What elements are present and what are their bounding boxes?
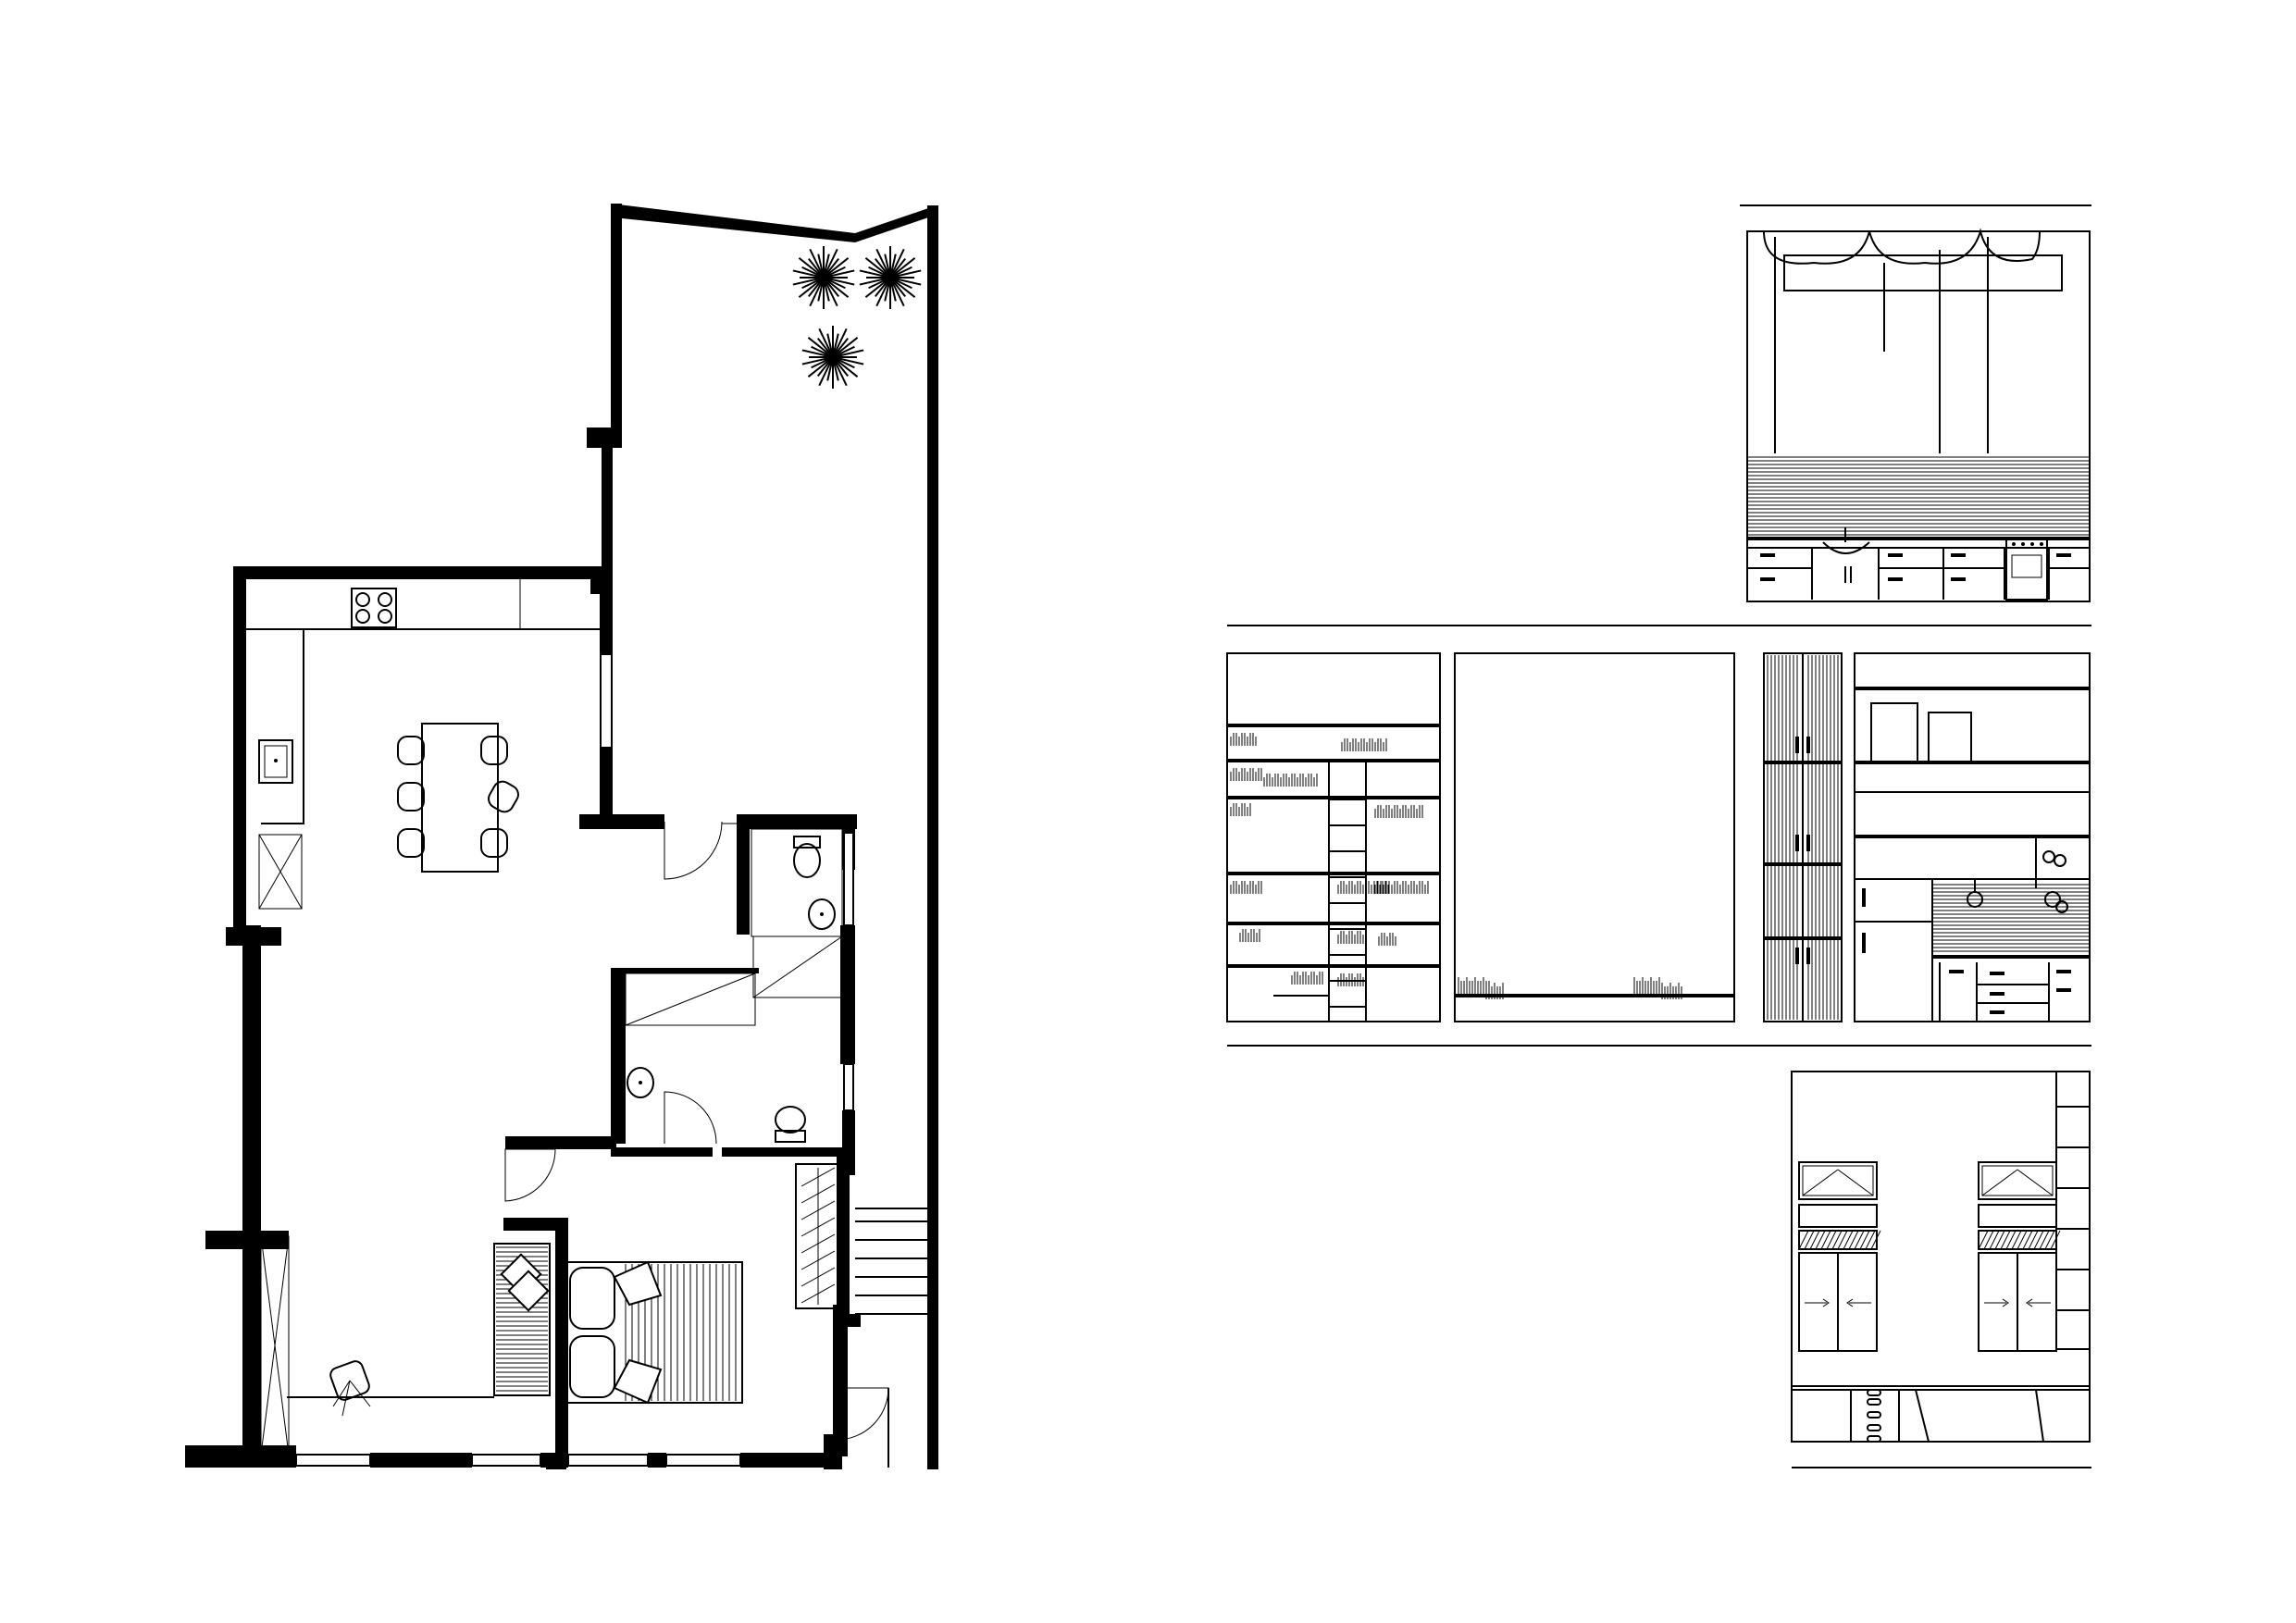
kitchen-sink-icon bbox=[258, 739, 293, 784]
desk-chair-icon bbox=[329, 1360, 371, 1417]
washbasin-icon bbox=[808, 898, 836, 930]
exterior-walls bbox=[185, 204, 938, 1469]
dining-table bbox=[421, 723, 499, 873]
window-east bbox=[600, 653, 854, 1111]
desk bbox=[260, 1235, 494, 1456]
wall-panel-elevation bbox=[1454, 652, 1735, 1022]
kitchen-counter bbox=[246, 579, 600, 910]
shower-tray-icon bbox=[752, 935, 843, 998]
wardrobe-bedroom bbox=[795, 1163, 841, 1309]
interior-walls bbox=[503, 814, 861, 1456]
floor-plan bbox=[185, 204, 938, 1469]
window-bottom bbox=[295, 1454, 741, 1467]
washbasin-icon bbox=[627, 1067, 654, 1098]
double-bed-icon bbox=[565, 1260, 743, 1405]
bathroom-upper bbox=[751, 828, 843, 998]
wardrobe-elevation bbox=[1763, 652, 1843, 1022]
kitchenette-elevation bbox=[1854, 652, 2091, 1022]
cooktop-icon bbox=[351, 588, 397, 628]
armchair-icon bbox=[493, 1243, 551, 1396]
window-wall-elevation bbox=[1791, 1071, 2091, 1443]
elevations bbox=[1226, 204, 2091, 1468]
stairs-icon bbox=[855, 1208, 927, 1315]
bathroom-lower bbox=[625, 973, 806, 1143]
toilet-icon bbox=[793, 836, 821, 878]
bookshelf-elevation bbox=[1226, 652, 1441, 1022]
kitchen-elevation bbox=[1746, 228, 2091, 602]
dining-chairs bbox=[397, 736, 519, 858]
plants bbox=[792, 246, 922, 389]
doors bbox=[504, 821, 889, 1468]
toilet-icon bbox=[775, 1106, 806, 1143]
